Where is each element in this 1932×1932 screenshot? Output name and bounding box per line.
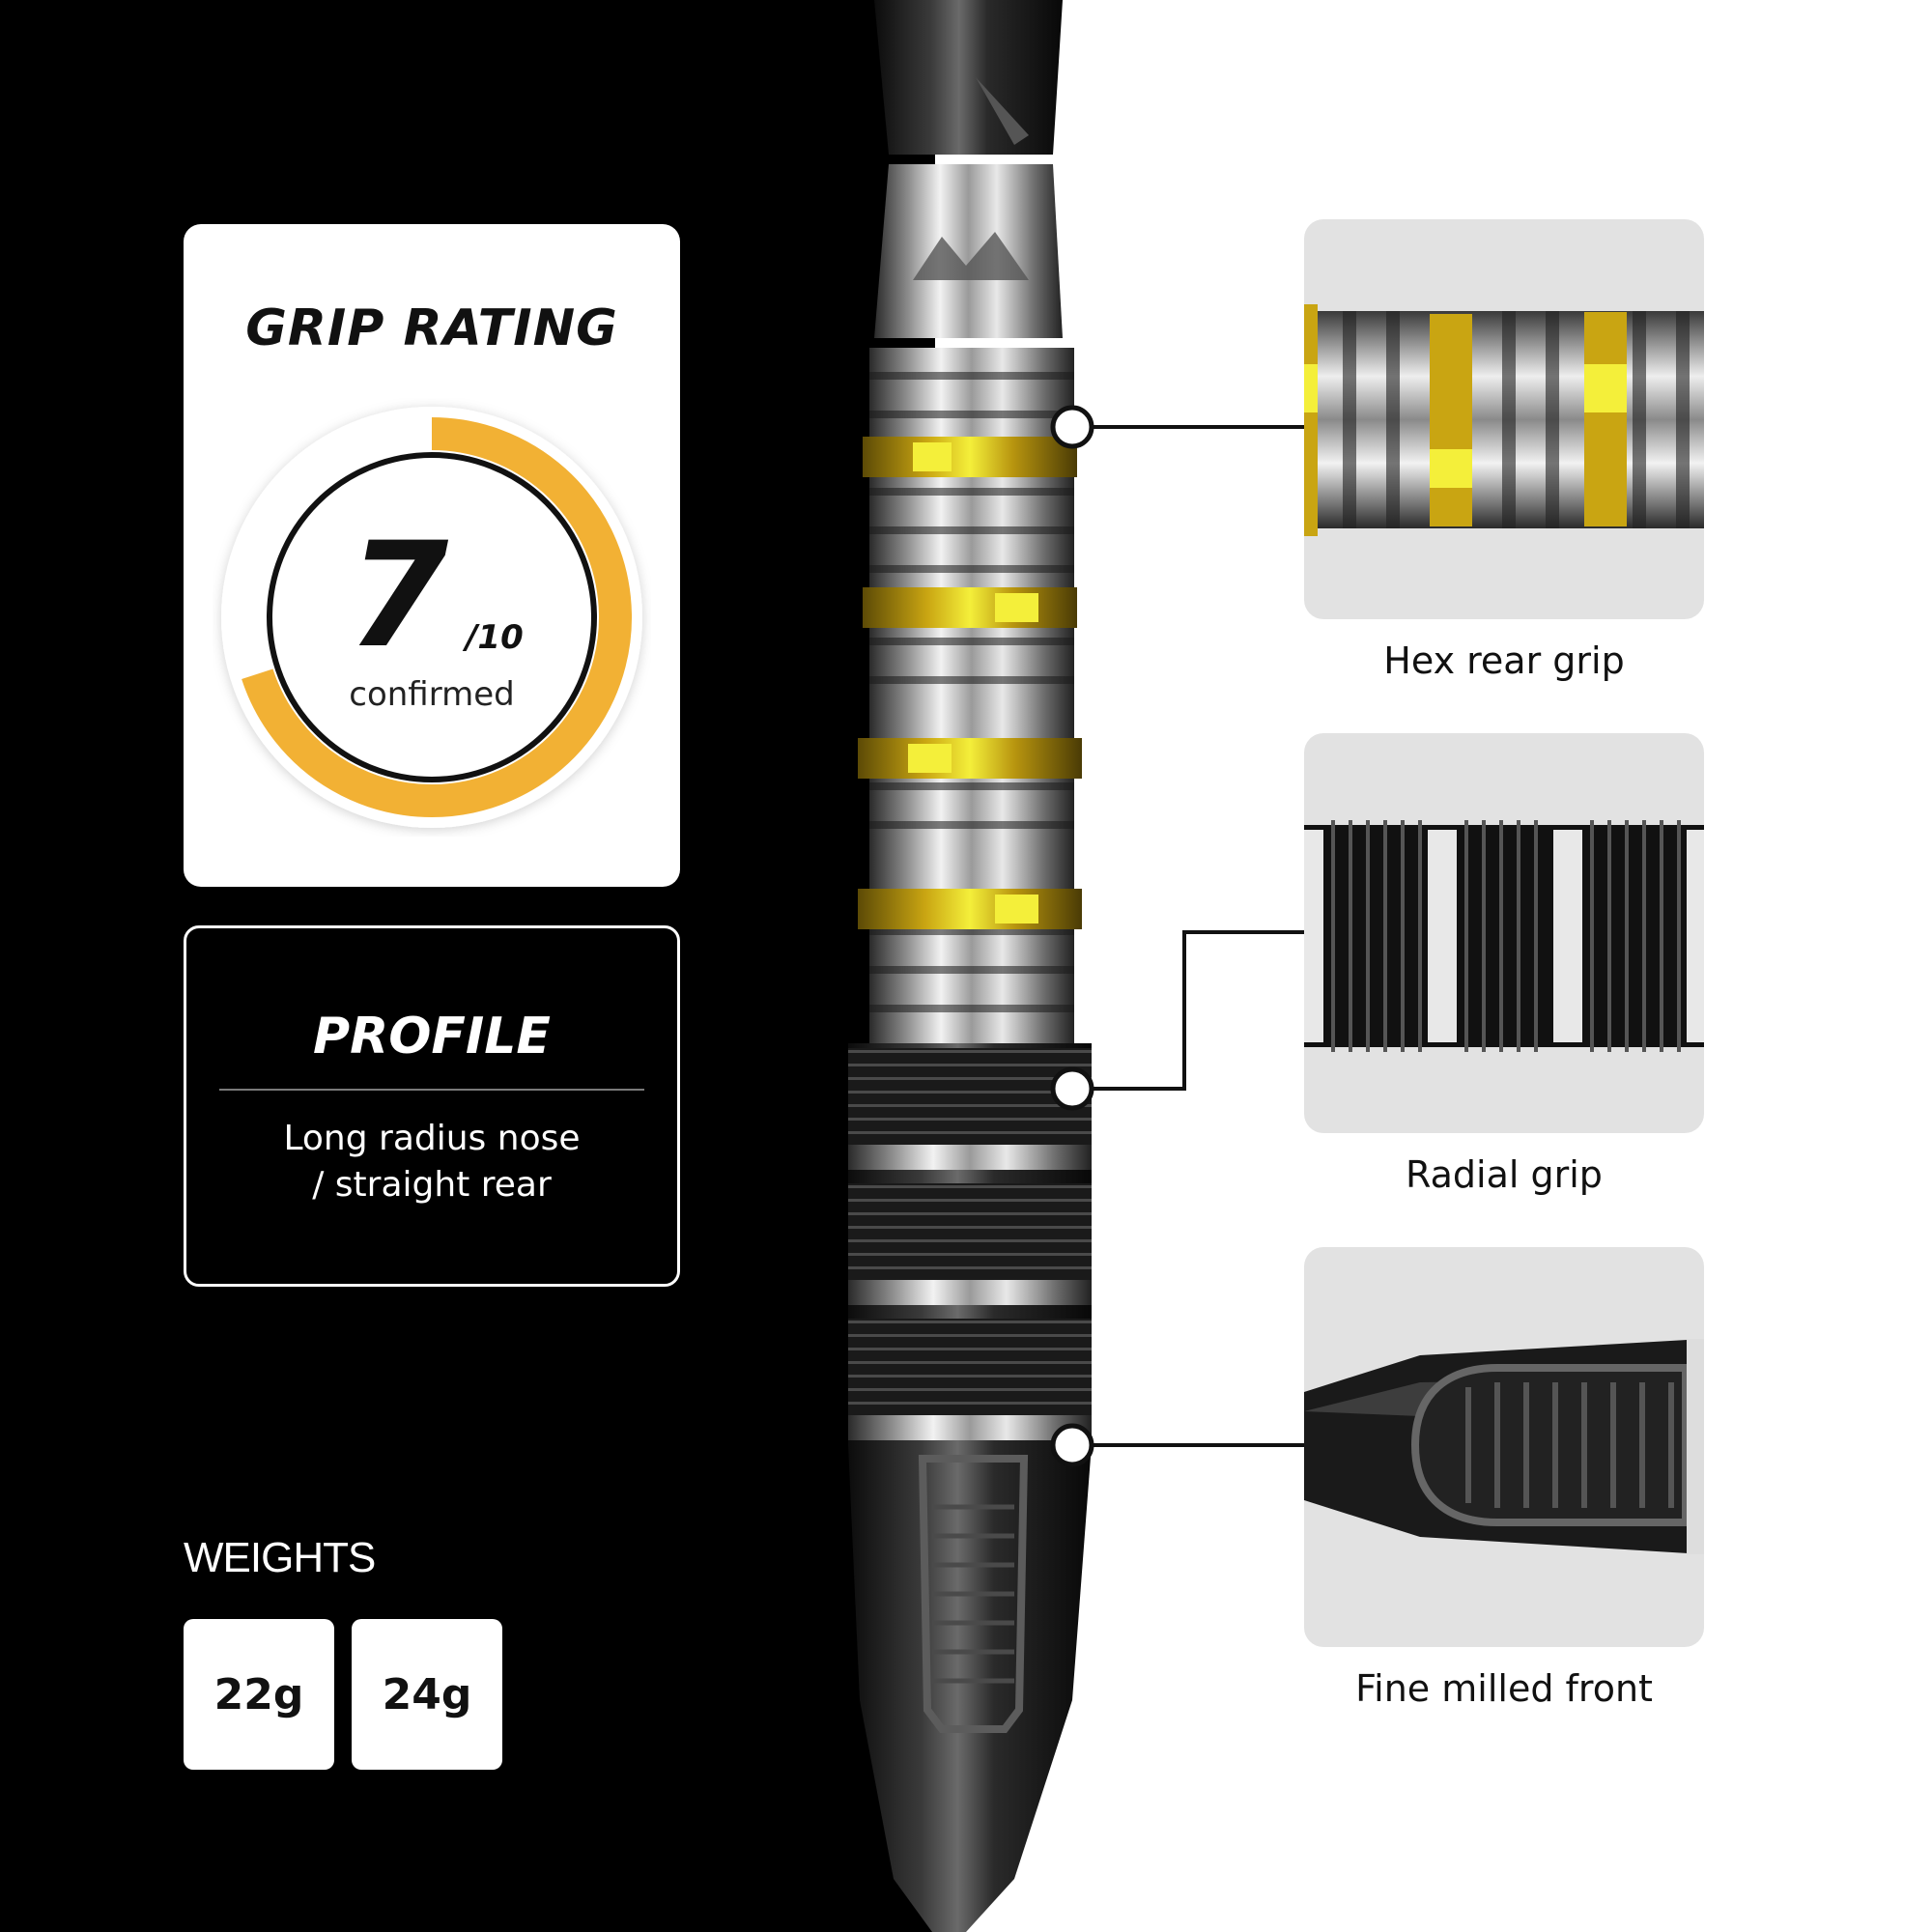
grip-score-value: 7 (348, 512, 449, 680)
callout-dot-radial (1050, 1066, 1094, 1111)
grip-score-status: confirmed (349, 675, 515, 714)
hex-grip-closeup (1304, 219, 1704, 619)
grip-rating-title: GRIP RATING (245, 299, 618, 357)
milled-front-closeup (1304, 1247, 1704, 1647)
weight-option-24g[interactable]: 24g (352, 1619, 502, 1770)
detail-label-radial-grip: Radial grip (1406, 1153, 1603, 1196)
profile-line-1: Long radius nose (283, 1119, 581, 1158)
profile-title: PROFILE (313, 1008, 551, 1065)
grip-rating-card: GRIP RATING 7 /10 confirmed (184, 224, 680, 887)
detail-label-hex-rear-grip: Hex rear grip (1383, 639, 1625, 682)
weights-title: WEIGHTS (184, 1534, 376, 1581)
milled-front-closeup-icon (1304, 1339, 1704, 1554)
grip-score-max: /10 (466, 618, 524, 657)
weight-option-22g[interactable]: 22g (184, 1619, 334, 1770)
profile-divider (219, 1089, 644, 1091)
grip-rating-arc (242, 417, 632, 817)
profile-card: PROFILE Long radius nose / straight rear (184, 925, 680, 1287)
grip-rating-gauge: 7 /10 confirmed (213, 398, 651, 837)
callout-dot-front (1050, 1423, 1094, 1467)
radial-grip-closeup-icon (1304, 820, 1704, 1052)
profile-line-2: / straight rear (312, 1165, 552, 1205)
profile-description: Long radius nose / straight rear (206, 1116, 658, 1208)
hex-grip-closeup-icon (1304, 304, 1704, 536)
callout-dot-hex (1050, 405, 1094, 449)
grip-score: 7 /10 confirmed (270, 398, 593, 837)
grip-gauge-ring (221, 407, 642, 828)
radial-grip-closeup (1304, 733, 1704, 1133)
detail-label-fine-milled-front: Fine milled front (1355, 1667, 1653, 1710)
